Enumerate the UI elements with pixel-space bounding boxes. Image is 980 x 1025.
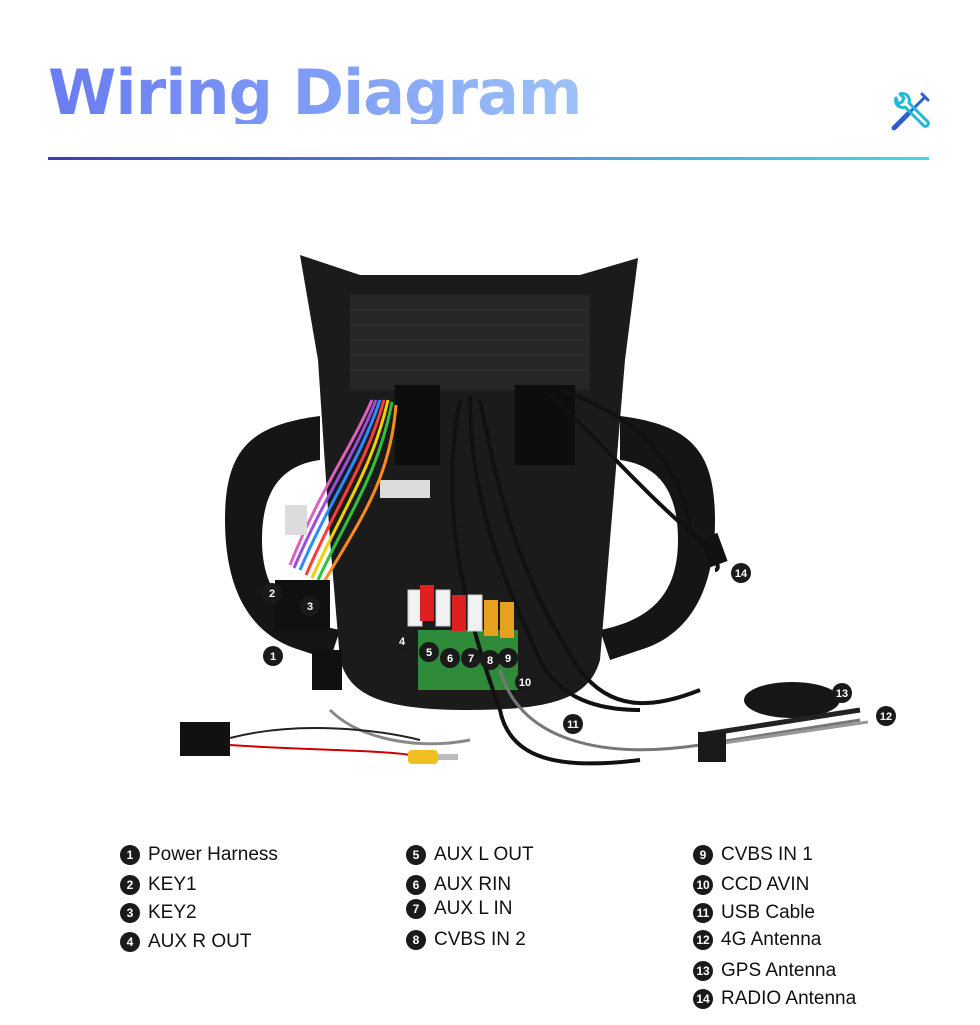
callout-4-label: 4 [399,636,406,648]
callout-9: 9 [498,648,518,668]
legend-badge: 5 [406,845,426,865]
legend-badge: 10 [693,875,713,895]
legend-label: 4G Antenna [721,929,822,950]
legend-badge: 12 [693,930,713,950]
legend-badge: 4 [120,932,140,952]
legend-label: RADIO Antenna [721,988,857,1009]
callout-11: 11 [563,714,583,734]
callout-10: 10 [515,672,535,692]
legend-item-aux-rin: 6 AUX RIN [406,874,511,896]
callout-2: 2 [262,583,282,603]
tools-icon [891,92,930,131]
legend-item-aux-l-out: 5 AUX L OUT [406,844,534,866]
legend-item-cvbs-in-2: 8 CVBS IN 2 [406,929,526,951]
callout-11-label: 11 [567,719,579,731]
callout-1-label: 1 [270,651,276,663]
legend-label: CCD AVIN [721,874,810,895]
callout-13-label: 13 [836,688,848,700]
connector-block-right [515,385,575,465]
legend-badge: 13 [693,961,713,981]
callout-4: 4 [392,631,412,651]
connector-block-left [395,385,440,465]
label-sticker [380,480,430,498]
legend-label: USB Cable [721,902,815,923]
legend-item-aux-l-in: 7 AUX L IN [406,898,513,920]
legend-label: KEY1 [148,874,197,895]
legend-badge: 14 [693,989,713,1009]
legend-label: AUX L OUT [434,844,534,865]
legend-item-radio-antenna: 14 RADIO Antenna [693,988,856,1010]
callout-7: 7 [461,648,481,668]
legend-item-usb-cable: 11 USB Cable [693,902,815,924]
callout-5-label: 5 [426,647,432,659]
callout-10-label: 10 [519,677,531,689]
legend-item-key2: 3 KEY2 [120,902,197,924]
legend-badge: 9 [693,845,713,865]
legend-item-power-harness: 1 Power Harness [120,844,278,866]
legend-label: Power Harness [148,844,278,865]
legend-badge: 2 [120,875,140,895]
legend-label: GPS Antenna [721,960,837,981]
callout-3-label: 3 [307,601,313,613]
heatsink-panel [350,295,590,390]
legend-label: AUX RIN [434,874,512,895]
callout-3: 3 [300,596,320,616]
legend-label: CVBS IN 1 [721,844,813,865]
legend-badge: 11 [693,903,713,923]
legend-badge: 7 [406,899,426,919]
legend-item-4g-antenna: 12 4G Antenna [693,929,821,951]
callout-6: 6 [440,648,460,668]
callout-8: 8 [480,650,500,670]
legend-label: AUX R OUT [148,931,252,952]
legend-label: CVBS IN 2 [434,929,526,950]
loose-connector [180,722,230,756]
gps-antenna-puck [744,682,840,718]
callout-7-label: 7 [468,653,474,665]
legend-item-ccd-avin: 10 CCD AVIN [693,874,809,896]
legend-badge: 1 [120,845,140,865]
callout-8-label: 8 [487,655,493,667]
callout-5: 5 [419,642,439,662]
legend-badge: 6 [406,875,426,895]
callout-2-label: 2 [269,588,275,600]
legend-badge: 8 [406,930,426,950]
legend-label: AUX L IN [434,898,513,919]
title-divider [48,157,929,160]
page-title: Wiring Diagram [48,56,583,129]
callout-12: 12 [876,706,896,726]
right-wing-frame [600,416,715,660]
callout-12-label: 12 [880,711,892,723]
legend-label: KEY2 [148,902,197,923]
left-wing-frame [225,416,340,660]
legend-item-cvbs-in-1: 9 CVBS IN 1 [693,844,813,866]
head-unit-photo: 1 2 3 4 5 6 7 8 9 10 11 12 13 14 [180,255,896,766]
callout-1: 1 [263,646,283,666]
callout-9-label: 9 [505,653,511,665]
callout-13: 13 [832,683,852,703]
legend-item-gps-antenna: 13 GPS Antenna [693,960,836,982]
callout-14: 14 [731,563,751,583]
callout-14-label: 14 [735,568,748,580]
callout-6-label: 6 [447,653,453,665]
legend-item-aux-r-out: 4 AUX R OUT [120,931,251,953]
legend-item-key1: 2 KEY1 [120,874,197,896]
legend-badge: 3 [120,903,140,923]
